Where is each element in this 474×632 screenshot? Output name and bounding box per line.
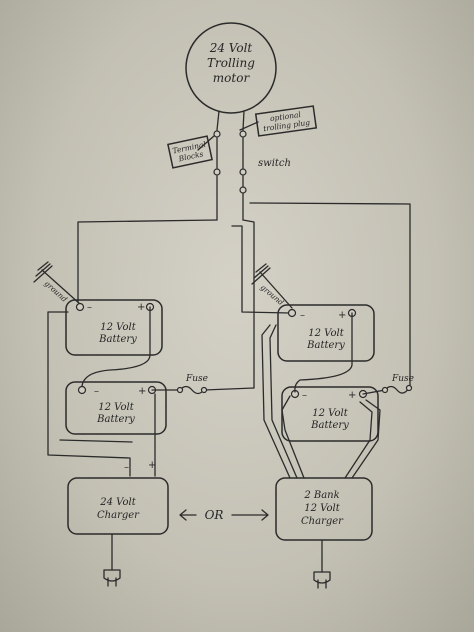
battery-b-label-1: 12 Volt [98, 402, 134, 413]
battery-d-label-2: Battery [310, 420, 349, 431]
charger-bank1-neg [261, 324, 291, 479]
battery-a-label-2: Battery [98, 334, 137, 345]
battery-d-pos-sign: + [348, 390, 356, 401]
terminal-block-node [213, 130, 221, 138]
charger-right-label-1: 2 Bank [303, 490, 339, 501]
battery-a-label-1: 12 Volt [100, 322, 136, 333]
optional-label-1: optional [269, 110, 301, 123]
switch-node [239, 186, 247, 194]
charger-left-neg-sign: – [124, 462, 129, 473]
motor-label-3: motor [213, 71, 251, 85]
charger-left: – + 24 Volt Charger [67, 460, 169, 587]
charger-bank1-pos [269, 324, 298, 479]
charger-right-label-3: Charger [301, 516, 344, 527]
fuse-right-symbol [384, 385, 410, 394]
terminal-block-node [239, 130, 247, 138]
plug-icon [313, 571, 331, 589]
switch-node [213, 168, 221, 176]
charger-left-pos-sign: + [148, 460, 156, 471]
trolling-motor: 24 Volt Trolling motor [185, 22, 277, 114]
charger-left-box [67, 477, 169, 535]
or-label: OR [205, 508, 224, 522]
battery-d-neg-sign: – [302, 390, 307, 401]
fuse-left: Fuse [176, 374, 208, 395]
terminal-pointer [197, 135, 215, 151]
battery-c-label-1: 12 Volt [308, 328, 344, 339]
fuse-right-label: Fuse [391, 374, 414, 384]
battery-c: – + 12 Volt Battery [277, 304, 375, 362]
battery-b: – + 12 Volt Battery [65, 381, 167, 435]
charger-left-label-1: 24 Volt [99, 497, 136, 508]
plug-icon [103, 569, 121, 587]
fuse-left-to-center [203, 387, 255, 391]
fuse-left-symbol [179, 385, 205, 395]
right-ground-symbol [251, 263, 293, 309]
charger-bank2-pos [351, 399, 381, 479]
motor-label-2: Trolling [207, 56, 255, 70]
fuse-right-node [381, 386, 389, 394]
series-link [81, 306, 151, 387]
fuse-right-lead [362, 389, 386, 395]
charger-left-label-2: Charger [97, 510, 140, 521]
switch-node [239, 168, 247, 176]
right-ground: ground [251, 263, 293, 309]
charger-crossover [59, 439, 133, 443]
optional-pointer [239, 121, 259, 131]
battery-d: – + 12 Volt Battery [281, 386, 379, 442]
optional-tag-box [254, 105, 318, 137]
motor-label-1: 24 Volt [209, 41, 253, 55]
battery-b-neg-terminal [77, 385, 87, 395]
fuse-left-node [176, 386, 184, 394]
distribution-wires [77, 202, 411, 389]
right-arrow-icon [231, 509, 269, 521]
charger-right-box [275, 477, 373, 541]
left-arrow-icon [179, 509, 197, 521]
center-run-to-fuse [242, 219, 255, 389]
optional-plug-tag: optional trolling plug [239, 105, 318, 137]
or-connector: OR [179, 508, 269, 522]
battery-a-neg-sign: – [87, 302, 92, 313]
battery-a: – + 12 Volt Battery [65, 299, 163, 356]
battery-b-box [65, 381, 167, 435]
left-positive-run [77, 219, 218, 303]
battery-b-pos-sign: + [138, 386, 146, 397]
fuse-left-label: Fuse [185, 374, 208, 384]
motor-lead-wires [216, 110, 245, 131]
battery-a-pos-sign: + [137, 302, 145, 313]
switch-label: switch [258, 158, 291, 169]
motor-circle [185, 22, 277, 114]
fuse-right: Fuse [381, 374, 414, 394]
right-run-to-fuse [249, 202, 411, 386]
fuse-left-node [200, 386, 208, 394]
battery-c-neg-terminal [287, 308, 297, 318]
right-bank-negative-run [231, 225, 291, 314]
left-ground-symbol [33, 261, 81, 305]
battery-a-box [65, 299, 163, 356]
switch-output-wires [216, 175, 244, 221]
charger-bank2-return [344, 401, 373, 479]
terminal-blocks-tag: Terminal Blocks [167, 135, 215, 169]
battery-b-label-2: Battery [96, 414, 135, 425]
charger-negative-lead [47, 311, 131, 477]
terminal-tag-box [167, 135, 213, 169]
left-ground: ground [33, 261, 81, 305]
battery-c-pos-sign: + [338, 310, 346, 321]
battery-c-neg-sign: – [300, 310, 305, 321]
terminal-to-switch-wires [216, 137, 244, 169]
battery-c-box [277, 304, 375, 362]
charger-bank2-neg [281, 395, 305, 479]
motor-leads [213, 110, 247, 221]
battery-c-label-2: Battery [306, 340, 345, 351]
battery-a-neg-terminal [75, 302, 85, 312]
fuse-right-node [405, 384, 413, 392]
battery-b-neg-sign: – [94, 386, 99, 397]
charger-right-label-2: 12 Volt [304, 503, 340, 514]
right-series-link [294, 312, 353, 393]
charger-right: 2 Bank 12 Volt Charger [275, 477, 373, 589]
left-bank-wiring [47, 306, 255, 477]
battery-d-label-1: 12 Volt [312, 408, 348, 419]
right-bank-wiring [261, 312, 411, 479]
